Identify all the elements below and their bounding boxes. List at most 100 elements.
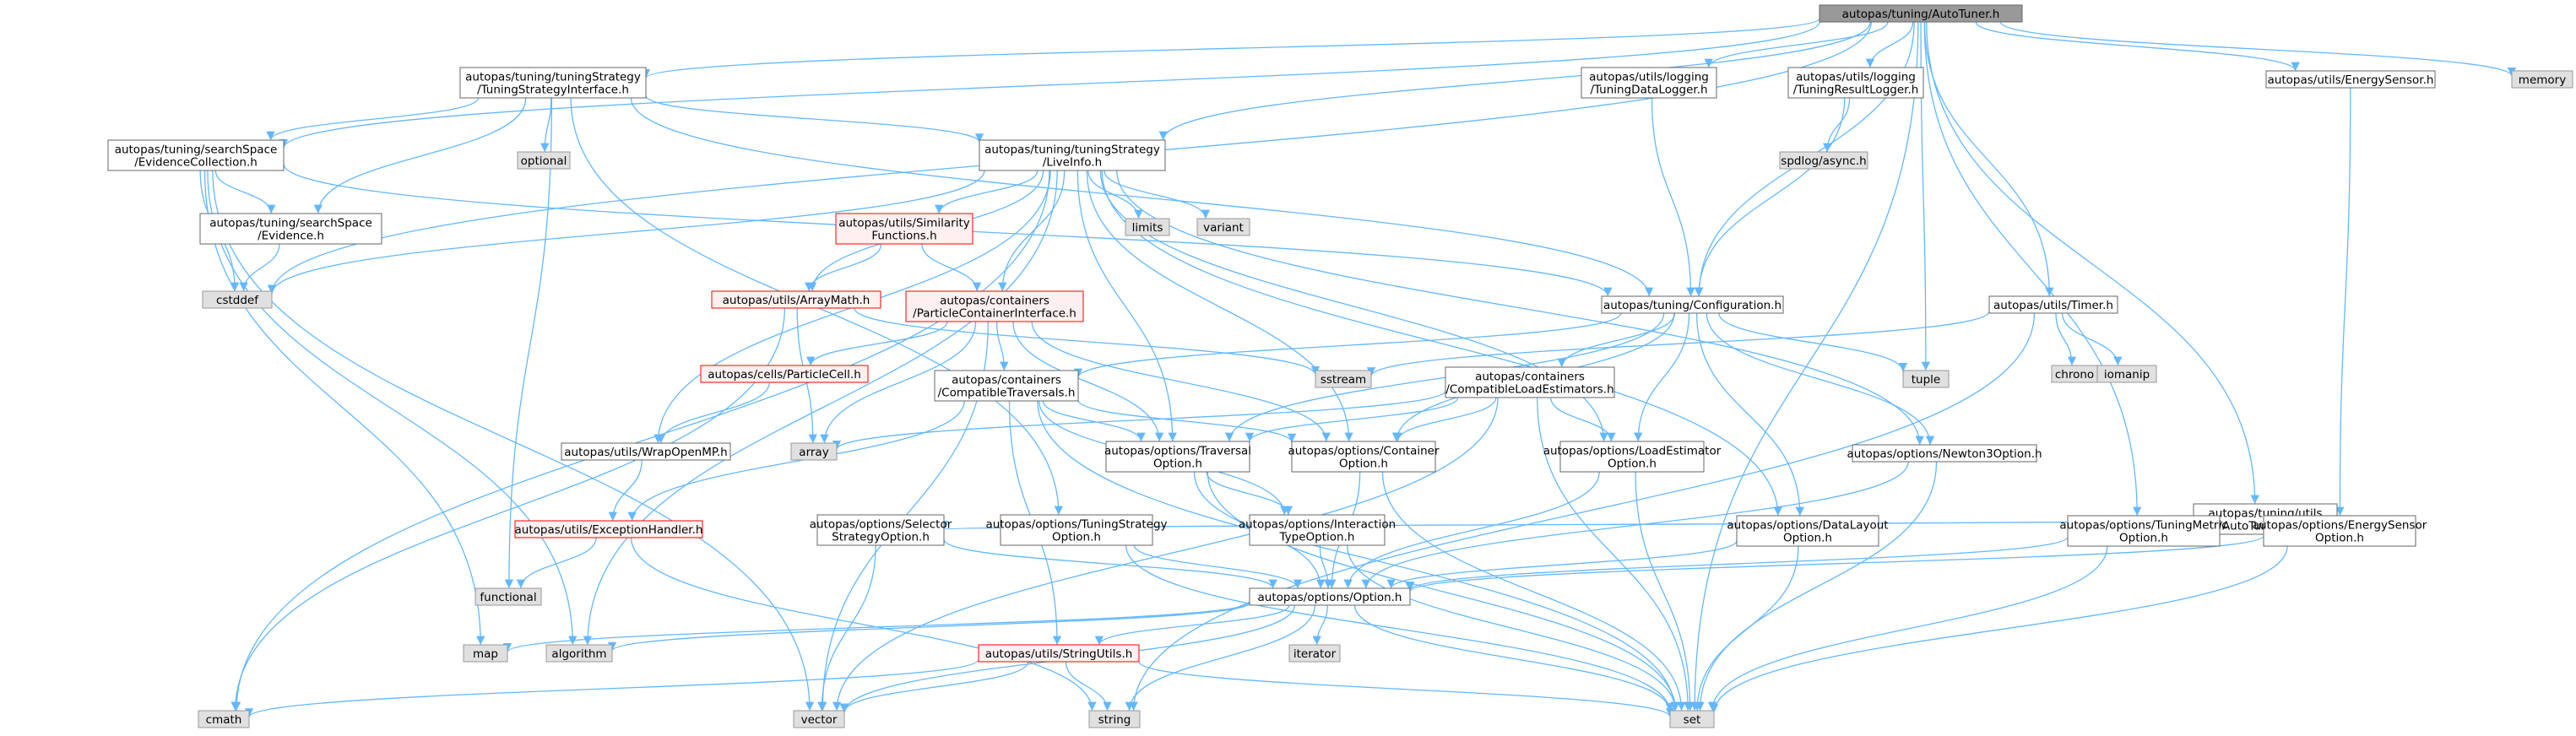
- node-box: [1000, 514, 1153, 546]
- node-option[interactable]: autopas/options/Option.h: [1249, 587, 1411, 606]
- node-label: cmath: [206, 713, 242, 727]
- node-label: autopas/options/Interaction: [1239, 518, 1396, 532]
- node-box: [700, 365, 869, 383]
- edge-travopt-to-itopt: [1206, 471, 1293, 516]
- edge-live-to-pci: [998, 170, 1066, 292]
- node-box: [199, 213, 382, 245]
- node-label: Option.h: [1052, 531, 1101, 544]
- edge-option-to-set: [1353, 604, 1675, 712]
- edge-tsi-to-evidence: [313, 97, 527, 214]
- edge-autotuner-to-trl: [1865, 21, 1914, 68]
- node-box: [545, 644, 613, 663]
- node-label: autopas/tuning/searchSpace: [115, 143, 278, 157]
- node-chrono: chrono: [2051, 365, 2098, 383]
- node-tsi[interactable]: autopas/tuning/tuningStrategy/TuningStra…: [459, 67, 647, 99]
- edge-autotuner-to-atinfo: [1926, 21, 2259, 505]
- node-config[interactable]: autopas/tuning/Configuration.h: [1601, 295, 1784, 314]
- node-label: /TuningDataLogger.h: [1590, 84, 1707, 97]
- node-cle[interactable]: autopas/containers/CompatibleLoadEstimat…: [1445, 366, 1615, 398]
- edge-pci-to-array: [820, 321, 977, 444]
- node-label: /CompatibleTraversals.h: [938, 387, 1076, 400]
- node-label: autopas/options/Newton3Option.h: [1847, 447, 2042, 461]
- node-box: [905, 290, 1084, 322]
- edge-timer-to-iomanip: [2061, 312, 2123, 366]
- node-label: Option.h: [1339, 457, 1388, 471]
- node-arraymath[interactable]: autopas/utils/ArrayMath.h: [711, 290, 881, 309]
- node-box: [1196, 218, 1250, 236]
- node-evidence[interactable]: autopas/tuning/searchSpace/Evidence.h: [199, 213, 382, 245]
- node-es[interactable]: autopas/utils/EnergySensor.h: [2265, 70, 2436, 89]
- edge-autotuner-to-tsi: [642, 18, 1820, 78]
- node-box: [793, 710, 845, 728]
- edge-live-to-limits: [1087, 170, 1143, 219]
- edge-autotuner-to-timer: [1923, 21, 2054, 297]
- edge-strutils-to-cmath: [245, 658, 979, 718]
- node-live[interactable]: autopas/tuning/tuningStrategy/LiveInfo.h: [979, 139, 1166, 171]
- node-strutils[interactable]: autopas/utils/StringUtils.h: [978, 644, 1140, 663]
- node-label: /TuningResultLogger.h: [1793, 84, 1919, 97]
- edge-live-to-sim: [935, 170, 1039, 214]
- edge-cle-to-array: [832, 390, 1446, 450]
- node-label: autopas/options/TuningStrategy: [985, 518, 1167, 532]
- node-label: autopas/tuning/tuningStrategy: [984, 143, 1160, 157]
- node-label: autopas/tuning/tuningStrategy: [465, 71, 641, 84]
- node-label: autopas/utils/Timer.h: [1993, 299, 2113, 312]
- node-n3opt[interactable]: autopas/options/Newton3Option.h: [1847, 444, 2042, 463]
- node-label: autopas/utils/ArrayMath.h: [723, 294, 870, 307]
- node-timer[interactable]: autopas/utils/Timer.h: [1988, 295, 2118, 314]
- node-label: autopas/containers: [940, 295, 1049, 308]
- edge-tsi-to-optional: [540, 97, 552, 153]
- node-label: map: [473, 647, 498, 661]
- node-ctrav[interactable]: autopas/containers/CompatibleTraversals.…: [934, 370, 1079, 402]
- node-box: [2096, 365, 2157, 383]
- node-label: Option.h: [2119, 532, 2168, 545]
- node-box: [1315, 370, 1372, 388]
- node-label: autopas/options/DataLayout: [1727, 519, 1888, 533]
- node-label: autopas/options/Selector: [810, 518, 952, 532]
- node-autotuner[interactable]: autopas/tuning/AutoTuner.h: [1819, 4, 2023, 23]
- node-box: [475, 587, 542, 606]
- node-map: map: [463, 644, 508, 663]
- node-label: variant: [1203, 221, 1244, 235]
- node-label: limits: [1132, 221, 1163, 235]
- edge-pci-to-pcell: [805, 321, 948, 366]
- node-label: autopas/tuning/Configuration.h: [1603, 299, 1782, 312]
- node-box: [1559, 441, 1705, 473]
- edge-evidence-to-cstddef: [239, 243, 280, 292]
- node-box: [1249, 514, 1386, 546]
- edge-live-to-travopt: [1076, 170, 1177, 442]
- edge-trl-to-spdlog: [1822, 97, 1851, 153]
- node-box: [1291, 441, 1436, 473]
- edge-sim-to-pci: [921, 243, 982, 292]
- node-label: vector: [801, 713, 838, 727]
- node-string: string: [1088, 710, 1141, 728]
- edge-pci-to-contopt: [1031, 321, 1331, 442]
- node-functional: functional: [475, 587, 542, 606]
- node-pci[interactable]: autopas/containers/ParticleContainerInte…: [905, 290, 1084, 322]
- edge-ctrav-to-set: [1037, 400, 1679, 712]
- node-tdl[interactable]: autopas/utils/logging/TuningDataLogger.h: [1581, 67, 1717, 99]
- edge-pcell-to-wrapomp: [656, 382, 770, 444]
- edge-cle-to-contopt: [1393, 397, 1497, 442]
- node-label: autopas/options/Option.h: [1258, 591, 1402, 604]
- edge-ctrav-to-travopt: [1042, 400, 1146, 442]
- edge-timer-to-sstream: [1366, 311, 1990, 376]
- node-pcell[interactable]: autopas/cells/ParticleCell.h: [700, 365, 869, 383]
- node-wrapomp[interactable]: autopas/utils/WrapOpenMP.h: [561, 442, 731, 461]
- node-label: iomanip: [2104, 368, 2150, 382]
- node-ec[interactable]: autopas/tuning/searchSpace/EvidenceColle…: [107, 139, 285, 171]
- node-label: autopas/options/EnergySensor: [2253, 519, 2427, 533]
- node-trl[interactable]: autopas/utils/logging/TuningResultLogger…: [1787, 67, 1924, 99]
- edge-cle-to-travopt: [1245, 397, 1459, 442]
- node-exh[interactable]: autopas/utils/ExceptionHandler.h: [514, 520, 703, 538]
